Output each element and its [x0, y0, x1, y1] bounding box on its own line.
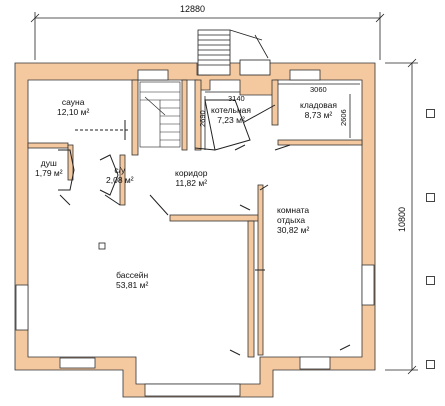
room-sauna: сауна 12,10 м²: [57, 97, 89, 117]
windows: [15, 69, 375, 397]
room-lounge-area: 30,82 м²: [277, 225, 310, 235]
checkbox-1[interactable]: [426, 109, 435, 118]
pool-marker: [98, 242, 106, 250]
room-storage: кладовая 8,73 м²: [300, 100, 337, 120]
doors: [58, 99, 351, 356]
overall-width-label: 12880: [180, 4, 206, 14]
room-shower: душ 1,79 м²: [35, 158, 63, 178]
room-sauna-name: сауна: [61, 97, 85, 107]
room-boiler: котельная 7,23 м²: [211, 105, 251, 125]
inner-stair: [139, 81, 181, 148]
room-wc: с/у 2,08 м²: [106, 165, 134, 185]
overall-height-label: 10800: [397, 206, 407, 232]
checkbox-4[interactable]: [426, 360, 435, 369]
room-corridor: коридор 11,82 м²: [175, 168, 207, 188]
storage-width-label: 3060: [310, 85, 327, 94]
room-pool-name: бассейн: [116, 270, 149, 280]
room-wc-area: 2,08 м²: [106, 175, 134, 185]
room-storage-name: кладовая: [300, 100, 337, 110]
room-shower-name: душ: [40, 158, 57, 168]
room-pool-area: 53,81 м²: [116, 280, 149, 290]
checkbox-3[interactable]: [426, 276, 435, 285]
room-lounge: комната отдыха 30,82 м²: [277, 205, 321, 235]
room-shower-area: 1,79 м²: [35, 168, 63, 178]
entrance-stair: [197, 29, 271, 76]
room-sauna-area: 12,10 м²: [57, 107, 90, 117]
room-corridor-name: коридор: [175, 168, 208, 178]
dimension-lines: [30, 12, 418, 375]
storage-depth-label: 2606: [339, 109, 348, 126]
room-boiler-area: 7,23 м²: [217, 115, 245, 125]
checkbox-2[interactable]: [426, 193, 435, 202]
boiler-depth-label: 2690: [198, 110, 207, 127]
room-wc-name: с/у: [114, 165, 126, 175]
room-storage-area: 8,73 м²: [304, 110, 333, 120]
room-pool: бассейн 53,81 м²: [116, 270, 148, 290]
room-boiler-name: котельная: [211, 105, 252, 115]
room-lounge-name: комната отдыха: [277, 205, 310, 225]
room-corridor-area: 11,82 м²: [175, 178, 208, 188]
boiler-width-label: 3140: [228, 94, 245, 103]
